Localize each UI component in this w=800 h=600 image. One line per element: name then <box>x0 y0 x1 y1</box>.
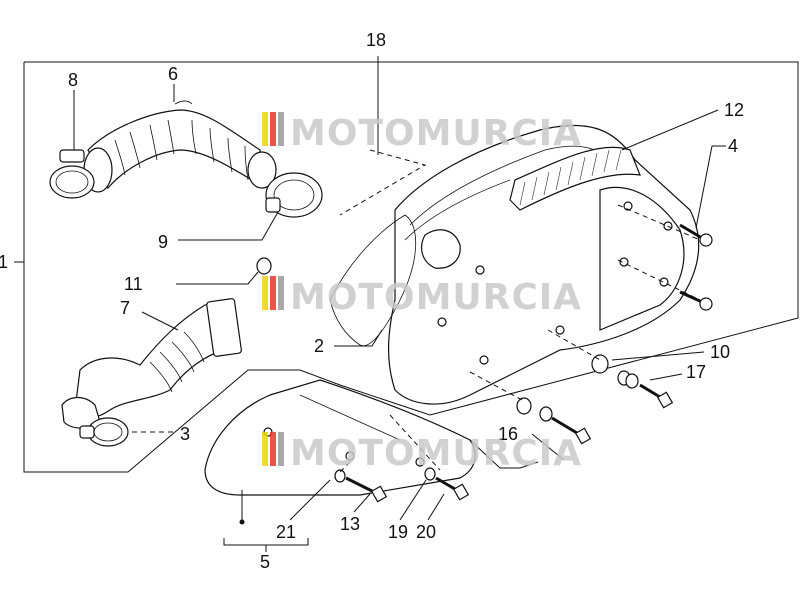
bottom-cover-part-5 <box>204 379 476 496</box>
air-filter-housing <box>388 124 700 405</box>
watermark-stripe-3 <box>278 112 284 146</box>
hose-clamp-part-3 <box>79 417 129 447</box>
callout-1: 1 <box>0 252 8 272</box>
assembly-bracket-frame <box>14 61 799 473</box>
reference-dot <box>239 519 245 525</box>
watermark-stripe-1 <box>262 432 268 466</box>
watermark-stripe-3 <box>278 432 284 466</box>
watermark-stripe-1 <box>262 276 268 310</box>
callout-20: 20 <box>416 522 436 542</box>
callout-7: 7 <box>120 298 130 318</box>
watermark-stripe-2 <box>270 432 276 466</box>
watermark-stripe-1 <box>262 112 268 146</box>
bolt-part-20 <box>424 467 470 501</box>
callout-17: 17 <box>686 362 706 382</box>
hose-clamp-part-9 <box>265 172 323 218</box>
callout-5: 5 <box>260 552 270 572</box>
bolt-part-17 <box>617 370 674 409</box>
callout-labels: 1 2 3 4 5 6 7 8 9 10 11 12 13 16 17 18 1… <box>0 30 744 572</box>
callout-11: 11 <box>124 274 143 294</box>
callout-12: 12 <box>724 100 744 120</box>
bushing-part-11 <box>256 257 272 275</box>
intake-hose-part-6 <box>83 100 277 193</box>
intake-duct-part-7 <box>61 298 242 429</box>
watermark-top: MOTOMURCIA <box>262 112 582 154</box>
watermark-stripe-2 <box>270 276 276 310</box>
callout-2: 2 <box>314 336 324 356</box>
watermark-middle: MOTOMURCIA <box>262 276 582 318</box>
alignment-lines <box>132 149 701 473</box>
screw-part-4-upper <box>679 223 713 247</box>
bolt-part-16 <box>516 397 592 445</box>
callout-13: 13 <box>340 514 360 534</box>
bolt-part-13 <box>334 469 388 503</box>
callout-3: 3 <box>180 424 190 444</box>
watermark-text: MOTOMURCIA <box>290 113 582 154</box>
callout-18: 18 <box>366 30 386 50</box>
watermark-stripe-2 <box>270 112 276 146</box>
watermark-text: MOTOMURCIA <box>290 433 582 474</box>
hose-clamp-part-8 <box>49 149 95 199</box>
callout-21: 21 <box>276 522 296 542</box>
callout-9: 9 <box>158 232 168 252</box>
watermark-bottom: MOTOMURCIA <box>262 432 582 474</box>
bushing-part-10 <box>591 354 609 374</box>
callout-8: 8 <box>68 70 78 90</box>
watermark-stripe-3 <box>278 276 284 310</box>
screw-part-4-lower <box>679 290 713 311</box>
gasket-part-2 <box>329 214 417 347</box>
callout-19: 19 <box>388 522 408 542</box>
leader-lines <box>73 56 726 552</box>
callout-4: 4 <box>728 136 738 156</box>
callout-16: 16 <box>498 424 518 444</box>
watermark-text: MOTOMURCIA <box>290 277 582 318</box>
callout-10: 10 <box>710 342 730 362</box>
callout-6: 6 <box>168 64 178 84</box>
